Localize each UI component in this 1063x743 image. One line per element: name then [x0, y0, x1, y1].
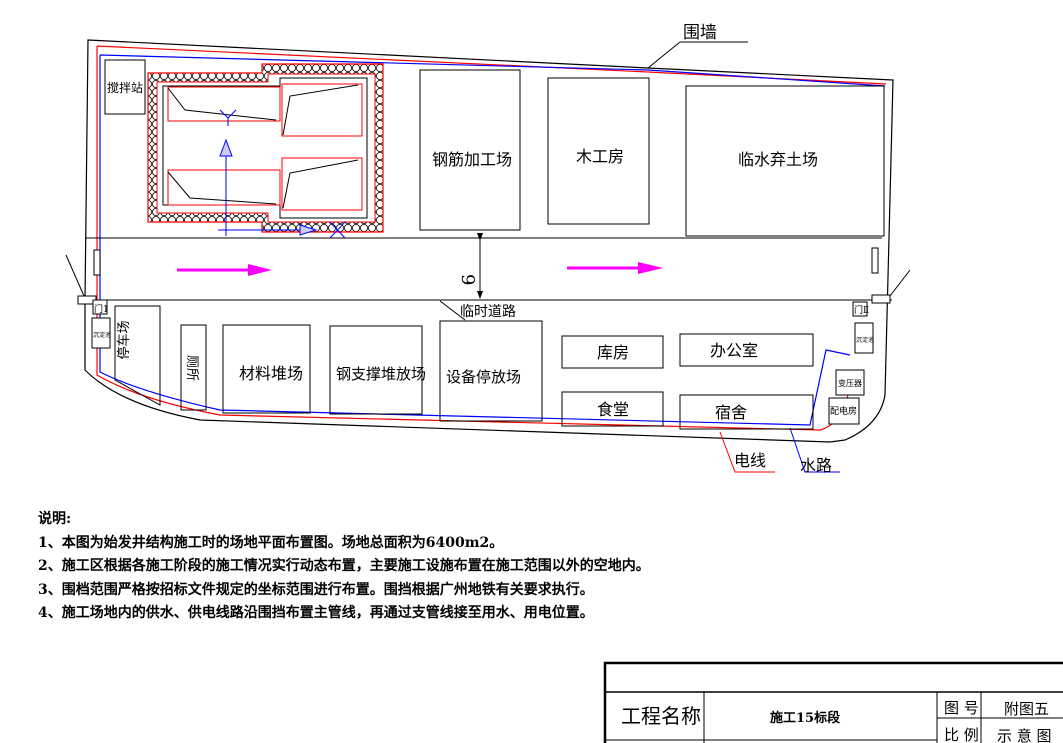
warehouse-label: 库房	[597, 343, 629, 362]
carpentry-label: 木工房	[576, 147, 624, 166]
steel-support-yard-label: 钢支撑堆放场	[336, 365, 426, 383]
steel-support-yard	[329, 325, 423, 415]
road-width: 9	[457, 274, 478, 285]
note-item: 3、围档范围严格按招标文件规定的坐标范围进行布置。围挡根据广州地铁有关要求执行。	[38, 581, 594, 598]
mixing-station	[104, 59, 146, 115]
parking	[114, 305, 161, 406]
dormitory-label: 宿舍	[715, 403, 747, 422]
notes-title: 说明:	[38, 511, 72, 527]
sediment-tank-left	[91, 317, 111, 349]
toilet-label: 厕所	[184, 355, 199, 381]
gate-1-label: 门1	[94, 303, 109, 315]
power-room-label: 配电房	[830, 405, 857, 417]
parking-label: 停车场	[116, 320, 132, 359]
drawing-no-value: 附图五	[1004, 700, 1049, 718]
project-name-label: 工程名称	[621, 704, 701, 728]
note-item: 2、施工区根据各施工阶段的施工情况实行动态布置，主要施工设施布置在施工范围以外的…	[38, 558, 650, 574]
boundary-wall	[84, 39, 894, 443]
gate-1	[92, 299, 108, 315]
sediment-tank-right	[854, 322, 874, 354]
material-yard	[222, 324, 311, 414]
flow-arrow-right	[567, 262, 663, 274]
notes: 说明: 1、本图为始发井结构施工时的场地平面布置图。场地总面积为6400m2。 …	[38, 508, 650, 626]
power-room	[828, 397, 860, 425]
equipment-yard	[439, 320, 543, 422]
note-item: 1、本图为始发井结构施工时的场地平面布置图。场地总面积为6400m2。	[38, 534, 504, 551]
carpentry	[547, 77, 650, 225]
gate-2	[852, 301, 868, 317]
warehouse	[561, 335, 664, 369]
drawing-no-label: 图 号	[944, 699, 979, 717]
note-item: 4、施工场地内的供水、供电线路沿围挡布置主管线，再通过支管线接至用水、用电位置。	[38, 605, 594, 621]
mixing-station-label: 搅拌站	[107, 80, 143, 95]
office	[679, 333, 814, 367]
power-line-label: 电线	[734, 451, 766, 470]
water-line-label: 水路	[800, 456, 832, 475]
shaft-pit	[147, 63, 384, 239]
gate-2-label: 门Ⅱ	[854, 304, 869, 316]
road-label: 临时道路	[460, 304, 516, 320]
spoil-yard-label: 临水弃土场	[738, 150, 818, 169]
title-block	[603, 661, 1063, 743]
project-name-value: 施工15标段	[770, 710, 840, 726]
wall-label: 围墙	[683, 23, 717, 43]
canteen-label: 食堂	[597, 400, 629, 419]
material-yard-label: 材料堆场	[239, 364, 303, 383]
sediment-tank-right-label: 沉淀池	[856, 336, 874, 344]
transformer	[835, 369, 865, 396]
spoil-yard	[685, 85, 885, 237]
rebar-yard	[419, 69, 521, 231]
transformer-label: 变压器	[838, 378, 862, 388]
flow-arrow-left	[177, 264, 272, 276]
toilet	[180, 324, 207, 411]
office-label: 办公室	[710, 341, 758, 360]
equipment-yard-label: 设备停放场	[446, 368, 521, 386]
scale-label: 比 例	[944, 726, 979, 743]
rebar-yard-label: 钢筋加工场	[432, 150, 512, 169]
dormitory	[679, 394, 814, 430]
canteen	[561, 391, 664, 427]
scale-value: 示 意 图	[997, 727, 1052, 743]
sediment-tank-left-label: 沉淀池	[93, 331, 111, 339]
